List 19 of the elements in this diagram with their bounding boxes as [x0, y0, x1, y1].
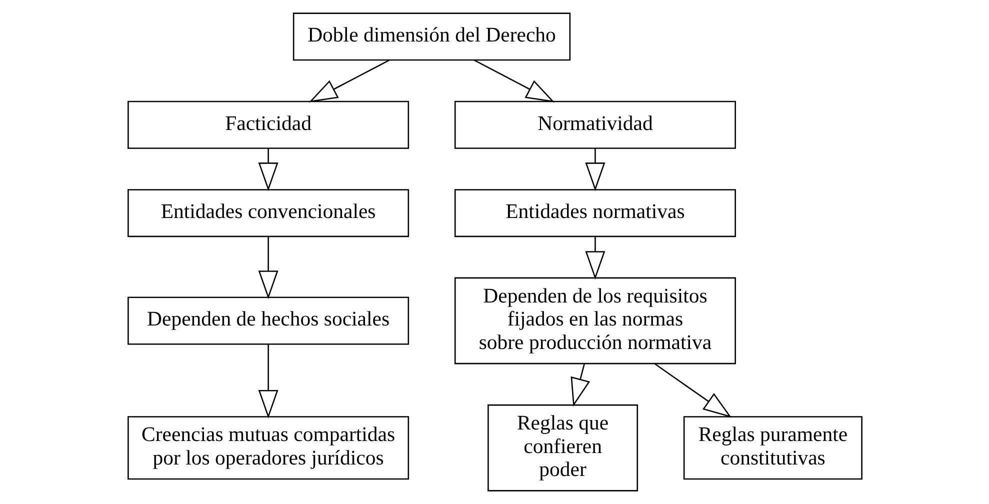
- node-box: Reglas que confieren poder: [487, 404, 638, 492]
- arrow: [584, 236, 605, 280]
- node-box: Dependen de los requisitos fijados en las normas sobre producción normativa: [454, 277, 736, 364]
- arrow: [258, 236, 278, 300]
- node-box: Creencias mutuas compartidas por los operadores jurídicos: [127, 416, 409, 480]
- arrow: [473, 60, 554, 102]
- node-box: Entidades normativas: [454, 189, 736, 238]
- arrow: [654, 363, 732, 418]
- node-box: Facticidad: [127, 100, 409, 149]
- node-box: Reglas puramente constitutivas: [682, 416, 862, 480]
- node-box: Doble dimensión del Derecho: [292, 12, 570, 61]
- arrow: [258, 148, 278, 192]
- arrow: [584, 148, 605, 192]
- node-box: Normatividad: [454, 100, 736, 149]
- arrow: [258, 344, 278, 419]
- node-box: Entidades convencionales: [127, 189, 409, 238]
- arrow: [570, 364, 590, 407]
- node-box: Dependen de hechos sociales: [127, 296, 409, 345]
- arrow: [308, 60, 390, 102]
